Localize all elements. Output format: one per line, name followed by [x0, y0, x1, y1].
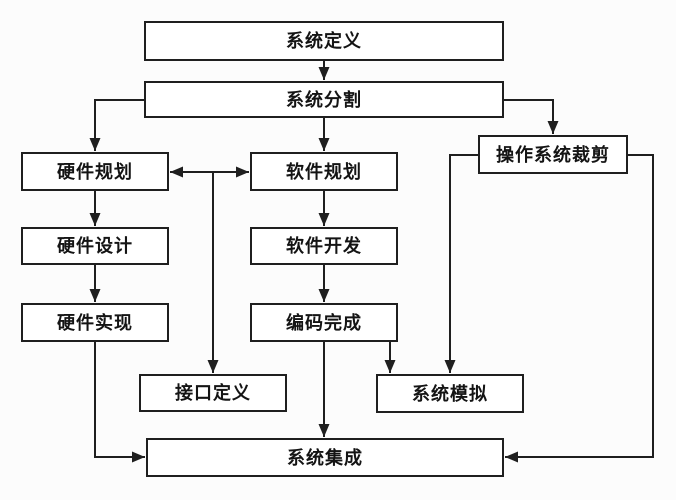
node-system-integration: 系统集成: [146, 438, 504, 477]
node-software-planning-label: 软件规划: [286, 161, 362, 183]
nodes: 系统定义 系统分割 硬件规划 软件规划 操作系统裁剪 硬件设计 软件开发: [21, 21, 628, 477]
node-system-partition: 系统分割: [144, 81, 504, 118]
node-coding-complete: 编码完成: [250, 303, 398, 342]
node-hardware-planning: 硬件规划: [21, 152, 169, 191]
node-software-development-box: [250, 227, 398, 265]
node-software-development-label: 软件开发: [286, 235, 362, 257]
node-hardware-design-box: [21, 227, 169, 265]
node-software-planning-box: [250, 152, 398, 191]
node-system-integration-label: 系统集成: [287, 447, 363, 469]
node-hardware-design-label: 硬件设计: [57, 235, 133, 257]
node-software-development: 软件开发: [250, 227, 398, 265]
node-coding-complete-box: [250, 303, 398, 342]
node-coding-complete-label: 编码完成: [286, 312, 362, 334]
node-system-simulation-box: [376, 374, 524, 413]
node-os-tailoring-box: [478, 135, 628, 174]
node-software-planning: 软件规划: [250, 152, 398, 191]
node-interface-definition-label: 接口定义: [175, 382, 251, 404]
edge-ostailor-syssim: [444, 154, 479, 373]
node-system-partition-label: 系统分割: [286, 89, 362, 111]
node-hardware-implementation-box: [21, 303, 169, 342]
node-system-simulation: 系统模拟: [376, 374, 524, 413]
node-hardware-planning-box: [21, 152, 169, 191]
node-interface-definition: 接口定义: [139, 374, 287, 412]
node-interface-definition-box: [139, 374, 287, 412]
node-hardware-design: 硬件设计: [21, 227, 169, 265]
edge-syspart-ostailor: [503, 99, 559, 134]
node-os-tailoring-label: 操作系统裁剪: [496, 144, 610, 166]
node-os-tailoring: 操作系统裁剪: [478, 135, 628, 174]
edges: [89, 60, 654, 463]
node-system-definition-label: 系统定义: [286, 30, 362, 52]
node-hardware-planning-label: 硬件规划: [57, 161, 133, 183]
node-system-integration-box: [146, 438, 504, 477]
node-system-partition-box: [144, 81, 504, 118]
node-system-definition-box: [144, 21, 504, 61]
node-system-simulation-label: 系统模拟: [412, 383, 488, 405]
edge-syspart-hwplan: [89, 99, 145, 151]
edge-hwimpl-sysinteg: [94, 341, 145, 463]
node-hardware-implementation: 硬件实现: [21, 303, 169, 342]
node-hardware-implementation-label: 硬件实现: [57, 312, 133, 334]
edge-ostailor-sysinteg: [505, 154, 654, 463]
node-system-definition: 系统定义: [144, 21, 504, 61]
